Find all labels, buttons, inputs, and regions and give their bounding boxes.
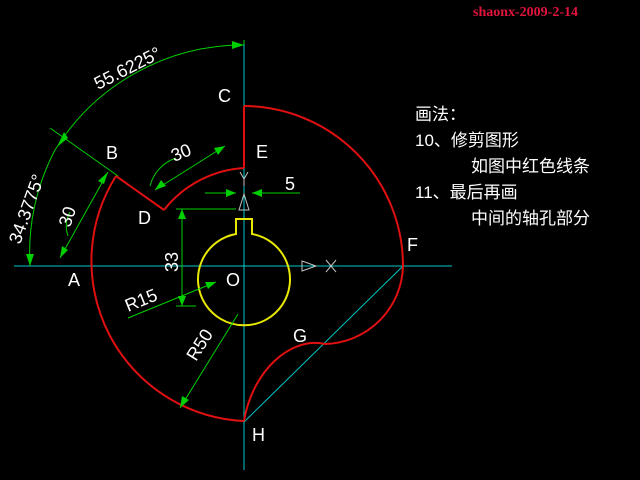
label-o: O (226, 270, 240, 290)
dim-ext-b (49, 127, 119, 177)
dim-arc-a (65, 211, 71, 237)
arrow-d (155, 180, 166, 190)
dim-angle-left: 34.3775° (5, 172, 49, 247)
dim-r15 (127, 281, 217, 319)
x-axis-marker (301, 259, 337, 273)
label-f: F (407, 235, 418, 255)
dim-height-value: 33 (162, 252, 182, 272)
arrow-a (60, 246, 68, 258)
inner-arc-de (163, 167, 245, 211)
outer-arc-right (243, 105, 404, 267)
arrow-left-end (26, 254, 34, 266)
outer-arc-left (90, 175, 245, 422)
y-axis-marker (238, 171, 250, 211)
notes-step-11-detail: 中间的轴孔部分 (471, 209, 590, 228)
label-h: H (252, 425, 265, 445)
arrow-b-outer (57, 132, 68, 147)
arrow-r15 (205, 282, 216, 289)
notes-step-10: 10、修剪图形 (415, 131, 519, 150)
arrow-top (232, 41, 244, 49)
arrow-33-bot (178, 296, 186, 306)
arrow-key-r (252, 189, 262, 197)
notes-step-10-detail: 如图中红色线条 (471, 157, 590, 176)
dim-key-value: 5 (285, 174, 295, 194)
label-c: C (218, 86, 231, 106)
dim-angle-top: 55.6225° (91, 43, 164, 94)
edge-bd (115, 175, 165, 211)
label-b: B (106, 143, 118, 163)
arrow-ab-top (98, 172, 108, 184)
dim-r15-value: R15 (122, 285, 160, 316)
arc-gh (243, 341, 326, 422)
shaft-hole (197, 218, 291, 327)
dim-arc-d (149, 157, 177, 187)
arrow-33-top (178, 209, 186, 219)
dim-ab-value: 30 (55, 204, 80, 229)
dim-bd (154, 145, 226, 191)
dim-arc-top (54, 44, 245, 151)
watermark: shaonx-2009-2-14 (473, 5, 579, 20)
dim-arc-left (29, 149, 56, 267)
label-a: A (68, 270, 80, 290)
label-e: E (256, 142, 268, 162)
label-d: D (138, 208, 151, 228)
arrow-e (214, 146, 225, 155)
dim-bd-value: 30 (168, 140, 194, 166)
notes-title: 画法： (415, 105, 466, 124)
dim-r50-value: R50 (182, 326, 216, 365)
dim-r50 (179, 313, 239, 409)
drawing-notes: 画法： 10、修剪图形 如图中红色线条 11、最后再画 中间的轴孔部分 (415, 102, 590, 232)
notes-step-11: 11、最后再画 (415, 183, 518, 202)
label-g: G (293, 326, 307, 346)
arc-fg (324, 265, 404, 345)
arrow-r50 (180, 396, 189, 408)
arrow-key-l (226, 189, 236, 197)
dim-ab (59, 171, 109, 259)
